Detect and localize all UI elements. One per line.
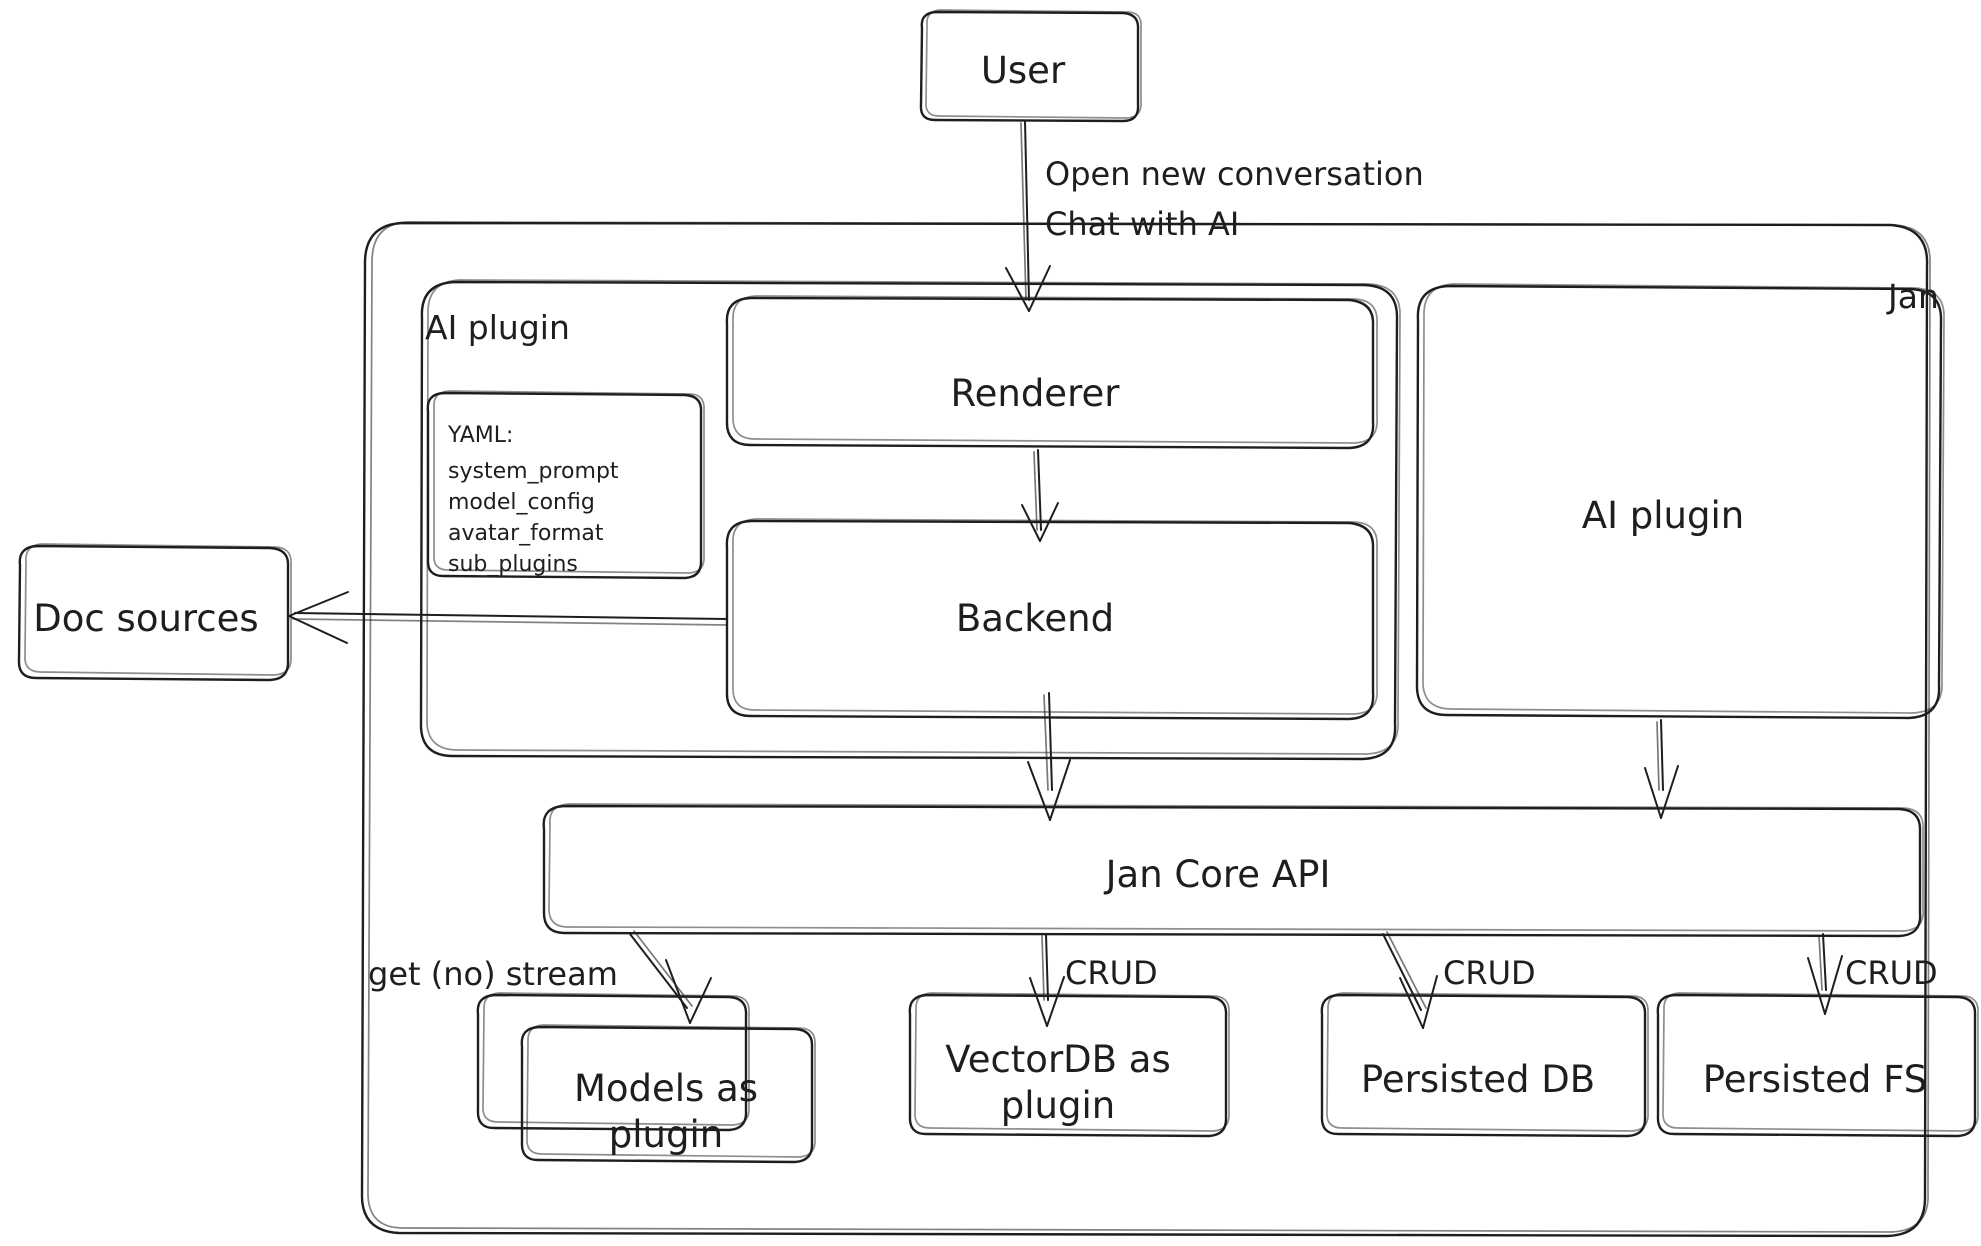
edge-renderer-to-backend: [1021, 449, 1059, 542]
edge-ai-plugin-to-core-api: [1644, 719, 1679, 819]
edge-core-api-to-models: [629, 930, 712, 1024]
edge-core-api-to-persisted-fs: [1807, 933, 1843, 1015]
edge-core-api-to-vectordb: [1029, 933, 1065, 1027]
ai-plugin-group-shape: [419, 279, 1401, 761]
persisted-fs-box-shape: [1656, 992, 1979, 1138]
models-plugin-box-front-shape: [520, 1024, 816, 1164]
edge-backend-to-doc-sources: [288, 591, 728, 644]
edge-core-api-to-persisted-db: [1382, 931, 1438, 1029]
jan-core-api-box-shape: [542, 803, 1924, 938]
models-plugin-box-back-shape: [476, 992, 750, 1132]
backend-box-shape: [725, 518, 1378, 721]
jan-container-shape: [360, 221, 1931, 1238]
edge-user-to-renderer: [1005, 120, 1051, 312]
persisted-db-box-shape: [1320, 992, 1649, 1138]
renderer-box-shape: [725, 295, 1378, 450]
edge-backend-to-core-api: [1027, 692, 1071, 821]
doc-sources-box-shape: [17, 543, 292, 682]
yaml-note-box-shape: [426, 390, 705, 580]
vectordb-plugin-box-shape: [908, 992, 1230, 1138]
ai-plugin-right-box-shape: [1415, 283, 1945, 720]
user-box-shape: [919, 9, 1142, 123]
